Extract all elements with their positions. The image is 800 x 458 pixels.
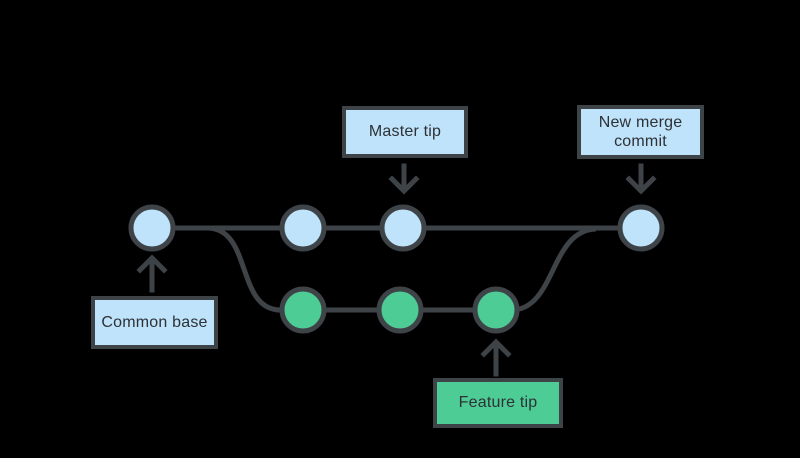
label-new-merge-commit-text: New merge commit xyxy=(598,113,683,150)
merge-in-curve xyxy=(511,226,597,313)
label-master-tip: Master tip xyxy=(342,106,468,158)
commit-node-master-tip xyxy=(379,204,427,252)
arrow-feature-tip xyxy=(480,338,512,377)
arrow-down-icon xyxy=(388,175,420,195)
commit-node-feature-1 xyxy=(279,286,327,334)
commit-node-new-merge xyxy=(617,204,665,252)
arrow-up-icon xyxy=(480,338,512,358)
arrow-master-tip xyxy=(388,163,420,195)
label-common-base-text: Common base xyxy=(101,313,208,331)
commit-node-feature-tip xyxy=(472,286,520,334)
label-master-tip-text: Master tip xyxy=(368,123,442,141)
commit-node-common-base xyxy=(128,204,176,252)
arrow-common-base xyxy=(136,254,168,293)
label-new-merge-commit: New merge commit xyxy=(577,105,704,159)
commit-node-master-2 xyxy=(279,204,327,252)
arrow-up-icon xyxy=(136,254,168,274)
arrow-new-merge-commit xyxy=(625,163,657,195)
arrow-down-icon xyxy=(625,175,657,195)
label-feature-tip-text: Feature tip xyxy=(458,394,538,412)
commit-node-feature-2 xyxy=(376,286,424,334)
label-feature-tip: Feature tip xyxy=(433,378,563,428)
label-common-base: Common base xyxy=(91,296,218,349)
branch-out-curve xyxy=(207,225,281,313)
